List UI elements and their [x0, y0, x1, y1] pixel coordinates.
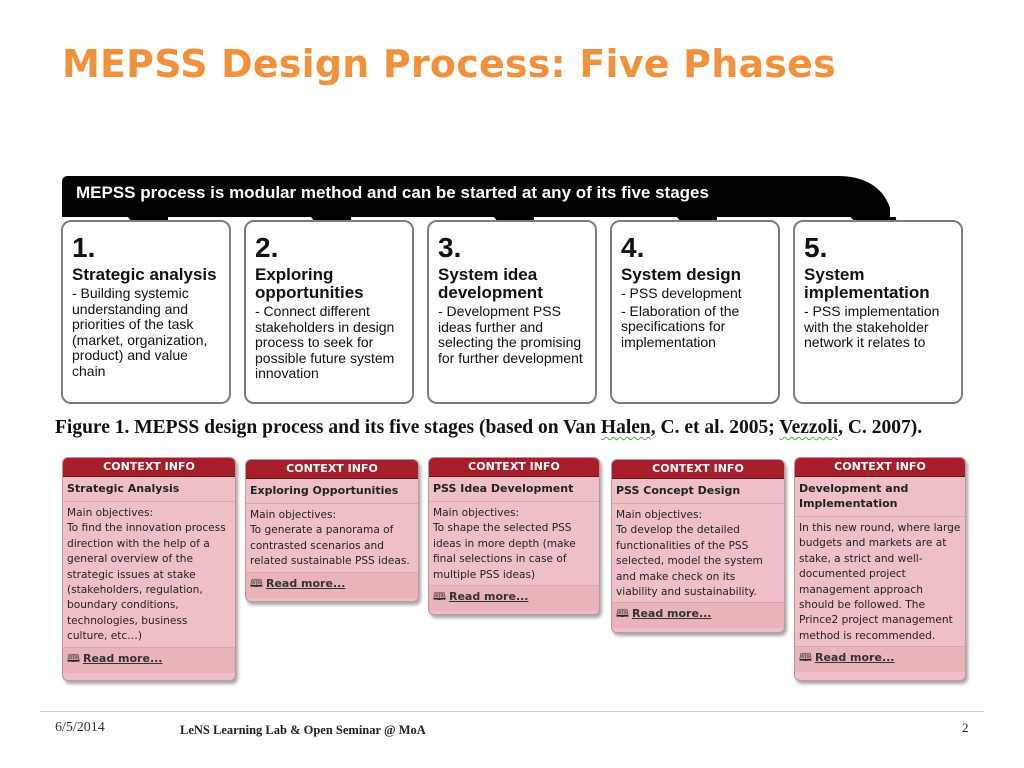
stage-description: - Building systemic understanding and pr… — [72, 285, 208, 379]
book-icon: 🕮 — [67, 651, 80, 665]
card-body: Main objectives: To find the innovation … — [67, 507, 226, 643]
card-title: Strategic Analysis — [63, 477, 235, 502]
stage-description: - PSS development — [621, 285, 742, 301]
stage-name: System design — [621, 265, 741, 284]
card-header: CONTEXT INFO — [612, 460, 784, 479]
card-header: CONTEXT INFO — [795, 458, 965, 477]
stage-3-box: 3. System idea development - Development… — [427, 220, 597, 404]
stage-number: 5. — [804, 232, 828, 263]
stage-5-box: 5. System implementation - PSS implement… — [793, 220, 963, 404]
card-header: CONTEXT INFO — [429, 458, 599, 477]
card-header: CONTEXT INFO — [63, 458, 235, 477]
read-more-link[interactable]: Read more... — [265, 576, 346, 590]
book-icon: 🕮 — [250, 576, 263, 590]
context-card-3: CONTEXT INFO PSS Idea Development Main o… — [428, 457, 600, 615]
context-card-2: CONTEXT INFO Exploring Opportunities Mai… — [245, 459, 419, 602]
stage-1-box: 1. Strategic analysis - Building systemi… — [61, 220, 231, 404]
card-title: Exploring Opportunities — [246, 479, 418, 504]
stage-name: Strategic analysis — [72, 265, 217, 284]
read-more-row: 🕮Read more... — [429, 585, 599, 612]
book-icon: 🕮 — [616, 607, 629, 621]
stage-2-box: 2. Exploring opportunities - Connect dif… — [244, 220, 414, 404]
caption-text: , C. 2007). — [838, 417, 923, 438]
card-title: PSS Concept Design — [612, 479, 784, 504]
card-body: Main objectives: To generate a panorama … — [250, 509, 410, 568]
context-card-1: CONTEXT INFO Strategic Analysis Main obj… — [62, 457, 236, 681]
footer-title: LeNS Learning Lab & Open Seminar @ MoA — [180, 723, 426, 737]
read-more-row: 🕮Read more... — [63, 646, 235, 673]
context-card-4: CONTEXT INFO PSS Concept Design Main obj… — [611, 459, 785, 633]
read-more-link[interactable]: Read more... — [631, 607, 712, 621]
stage-name: Exploring opportunities — [255, 265, 364, 302]
card-body: Main objectives: To develop the detailed… — [616, 509, 763, 599]
card-header: CONTEXT INFO — [246, 460, 418, 479]
stage-number: 1. — [72, 232, 96, 263]
context-card-5: CONTEXT INFO Development and Implementat… — [794, 457, 966, 681]
read-more-link[interactable]: Read more... — [448, 590, 529, 604]
stage-number: 4. — [621, 232, 645, 263]
card-title: PSS Idea Development — [429, 477, 599, 502]
stage-name: System idea development — [438, 265, 543, 302]
footer-date: 6/5/2014 — [55, 720, 105, 735]
figure-caption: Figure 1. MEPSS design process and its f… — [55, 417, 922, 439]
card-title: Development and Implementation — [795, 477, 965, 517]
stage-4-box: 4. System design - PSS development - Ela… — [610, 220, 780, 404]
read-more-link[interactable]: Read more... — [814, 651, 895, 665]
read-more-row: 🕮Read more... — [246, 571, 418, 598]
stage-name: System implementation — [804, 265, 930, 302]
read-more-row: 🕮Read more... — [612, 602, 784, 629]
read-more-row: 🕮Read more... — [795, 646, 965, 673]
banner-text: MEPSS process is modular method and can … — [76, 183, 709, 202]
caption-text: , C. et al. 2005; — [650, 417, 780, 438]
stage-description: - Development PSS ideas further and sele… — [438, 303, 583, 366]
book-icon: 🕮 — [433, 590, 446, 604]
footer-divider — [40, 711, 984, 712]
caption-author-halen: Halen — [600, 417, 651, 438]
read-more-link[interactable]: Read more... — [82, 651, 163, 665]
stage-description: - PSS implementation with the stakeholde… — [804, 303, 940, 350]
slide-title: MEPSS Design Process: Five Phases — [62, 42, 836, 86]
stage-description: - Connect different stakeholders in desi… — [255, 303, 395, 381]
caption-text: Figure 1. MEPSS design process and its f… — [55, 417, 601, 438]
card-body: In this new round, where large budgets a… — [799, 522, 961, 642]
card-body: Main objectives: To shape the selected P… — [433, 507, 576, 581]
stage-number: 3. — [438, 232, 462, 263]
stage-description-2: - Elaboration of the specifications for … — [621, 302, 740, 350]
page-number: 2 — [962, 720, 969, 735]
book-icon: 🕮 — [799, 651, 812, 665]
caption-author-vezzoli: Vezzoli — [779, 417, 839, 438]
stage-number: 2. — [255, 232, 279, 263]
